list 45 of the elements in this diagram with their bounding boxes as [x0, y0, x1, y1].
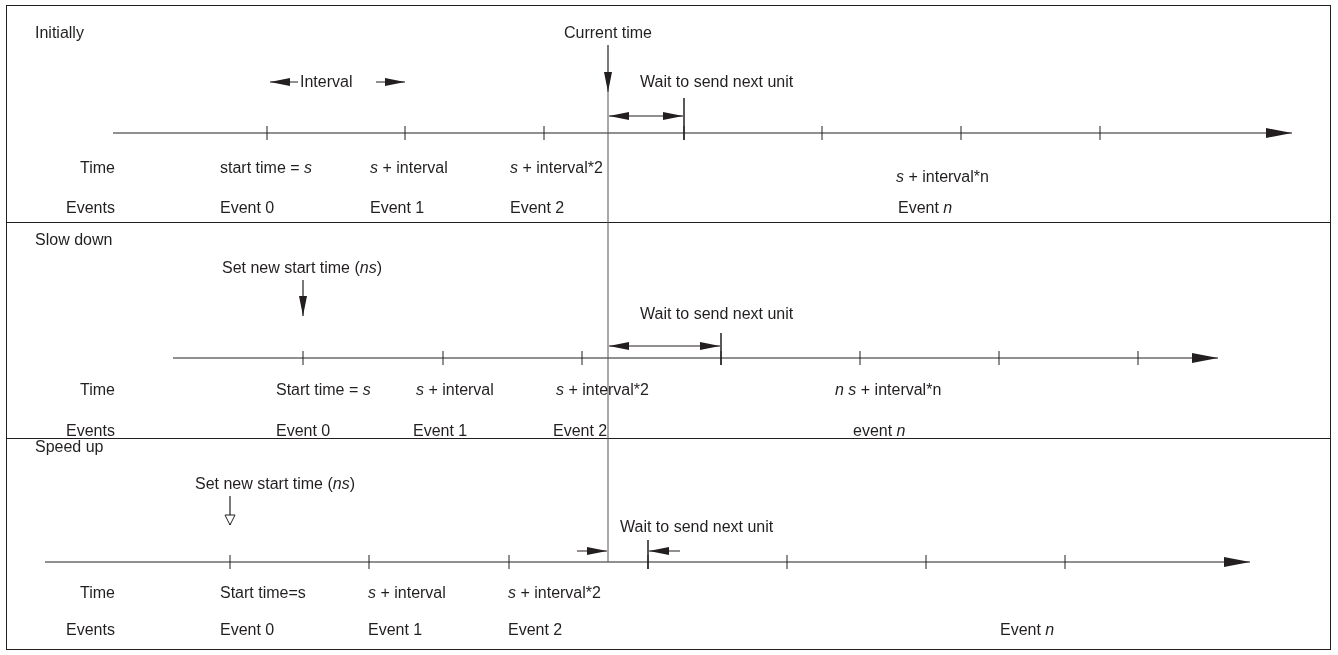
marker-label: Set new start time (ns)	[194, 474, 356, 494]
axis-label: Time	[80, 158, 115, 178]
axis-label: n s + interval*n	[835, 380, 942, 400]
timeline-panel	[6, 222, 1331, 439]
axis-label: Time	[80, 583, 115, 603]
axis-label: Time	[80, 380, 115, 400]
axis-label: Event 0	[220, 198, 275, 218]
timeline-panel	[6, 438, 1331, 650]
axis-label: Event 2	[553, 421, 608, 441]
axis-label: s + interval	[368, 583, 446, 603]
arrow	[224, 495, 236, 526]
axis-label: s + interval*2	[510, 158, 603, 178]
marker-label: Set new start time (ns)	[221, 258, 383, 278]
axis-label: Events	[66, 198, 115, 218]
axis-label: Event 2	[508, 620, 563, 640]
arrow	[299, 279, 307, 317]
axis-label: Event n	[1000, 620, 1055, 640]
marker-label: Current time	[564, 23, 652, 43]
panel-heading: Initially	[35, 23, 84, 43]
axis-label: s + interval*n	[896, 167, 989, 187]
axis-label: Event n	[898, 198, 953, 218]
axis-label: event n	[853, 421, 906, 441]
axis-label: s + interval	[416, 380, 494, 400]
axis-label: Start time=s	[220, 583, 306, 603]
axis-label: Events	[66, 421, 115, 440]
axis-label: start time = s	[220, 158, 313, 178]
axis-label: Event 1	[368, 620, 423, 640]
axis-label: Event 0	[220, 620, 275, 640]
timeline-panel	[6, 5, 1331, 223]
axis-label: Wait to send next unit	[640, 304, 794, 324]
axis-label: s + interval	[370, 158, 448, 178]
axis-label: s + interval*2	[508, 583, 601, 603]
panel-heading: Speed up	[35, 437, 104, 457]
arrow	[604, 44, 612, 93]
axis-label: s + interval*2	[556, 380, 649, 400]
axis-label: Interval	[300, 72, 353, 92]
axis-label: Events	[66, 620, 115, 640]
axis-label: Wait to send next unit	[620, 517, 774, 537]
axis-label: Wait to send next unit	[640, 72, 794, 92]
panel-heading: Slow down	[35, 230, 113, 250]
axis-label: Event 1	[370, 198, 425, 218]
axis-label: Event 1	[413, 421, 468, 441]
axis-label: Start time = s	[276, 380, 371, 400]
axis-label: Event 2	[510, 198, 565, 218]
axis-label: Event 0	[276, 421, 331, 441]
